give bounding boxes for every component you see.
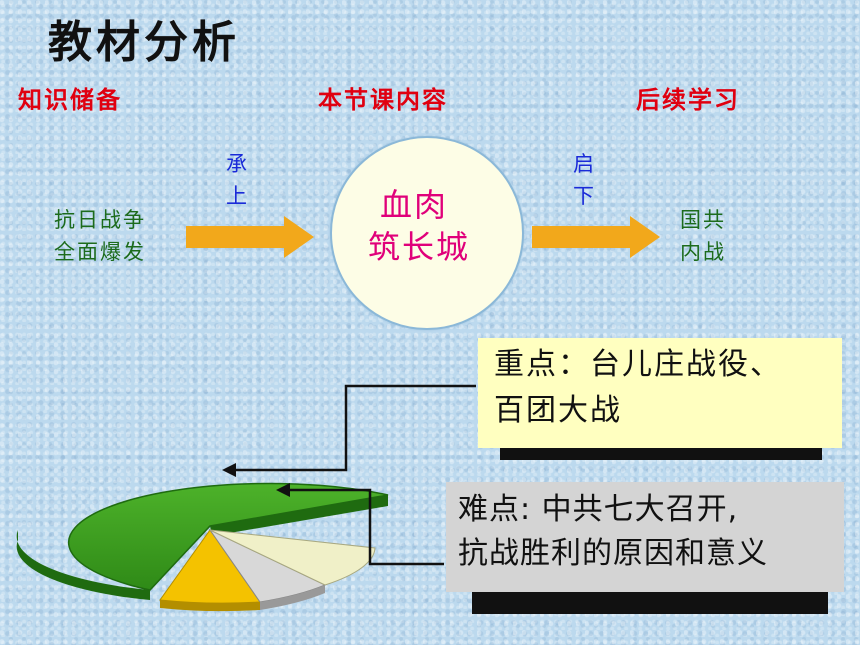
key-point-shadow — [500, 446, 822, 460]
connector-right-char-1: 启 — [573, 152, 594, 176]
difficult-point-line-2: 抗战胜利的原因和意义 — [458, 536, 768, 571]
key-point-box: 重点：台儿庄战役、 百团大战 — [478, 338, 842, 448]
header-prior-knowledge: 知识储备 — [18, 86, 122, 114]
arrow-right-icon — [186, 216, 314, 258]
right-topic-line-1: 国共 — [680, 208, 726, 232]
right-topic-line-2: 内战 — [680, 240, 726, 264]
left-topic: 抗日战争 全面爆发 — [54, 204, 146, 268]
difficult-point-shadow — [472, 592, 828, 614]
pie-chart-icon — [16, 482, 389, 612]
slide-title: 教材分析 — [48, 17, 240, 68]
header-lesson-content: 本节课内容 — [318, 86, 448, 114]
right-topic: 国共 内战 — [680, 204, 726, 268]
connector-left-label: 承 上 — [226, 148, 247, 212]
center-topic-line-2: 筑长城 — [368, 228, 471, 266]
arrow-right-icon-2 — [532, 216, 660, 258]
difficult-point-box: 难点: 中共七大召开, 抗战胜利的原因和意义 — [446, 482, 844, 592]
center-circle — [330, 136, 524, 330]
key-point-line-1: 重点：台儿庄战役、 — [494, 347, 782, 382]
connector-left-char-1: 承 — [226, 152, 247, 176]
connector-left-char-2: 上 — [226, 184, 247, 208]
header-followup: 后续学习 — [636, 86, 740, 114]
difficult-point-line-1: 难点: 中共七大召开, — [458, 492, 739, 527]
left-topic-line-1: 抗日战争 — [54, 208, 146, 232]
left-topic-line-2: 全面爆发 — [54, 240, 146, 264]
connector-right-label: 启 下 — [573, 148, 594, 212]
center-topic: 血肉 筑长城 — [368, 184, 470, 268]
connector-right-char-2: 下 — [573, 184, 594, 208]
key-point-line-2: 百团大战 — [494, 393, 622, 428]
center-topic-line-1: 血肉 — [380, 186, 449, 224]
